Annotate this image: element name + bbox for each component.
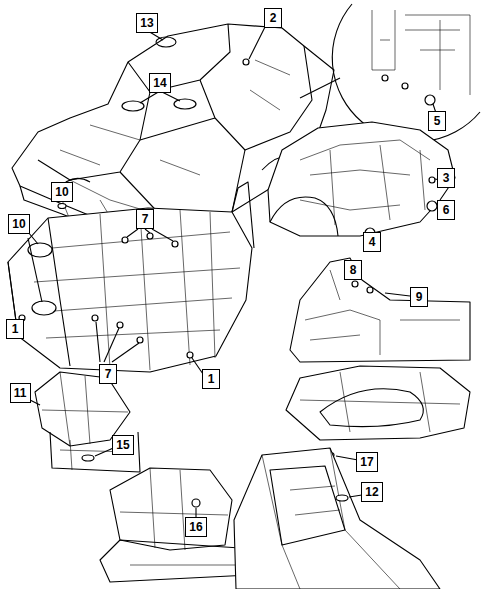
callout-number: 4	[363, 232, 381, 252]
drawing-stroke	[382, 75, 388, 81]
drawing-stroke	[30, 400, 40, 405]
drawing-stroke	[152, 229, 173, 241]
drawing-stroke	[330, 150, 425, 225]
drawing-stroke	[427, 201, 437, 211]
callout-number: 13	[136, 13, 158, 33]
drawing-stroke	[156, 37, 176, 47]
callout-number: 3	[437, 168, 455, 188]
inset-view	[300, 4, 480, 142]
drawing-stroke	[38, 92, 150, 180]
drawing-stroke	[336, 456, 358, 460]
drawing-stroke	[48, 218, 70, 366]
rear-shelf	[290, 258, 470, 362]
drawing-stroke	[385, 293, 410, 296]
floor-pan	[8, 182, 254, 374]
drawing-stroke	[192, 499, 200, 507]
drawing-stroke	[127, 229, 138, 237]
drawing-stroke	[320, 389, 423, 427]
front-section	[30, 372, 140, 472]
drawing-stroke	[122, 237, 128, 243]
drawing-stroke	[92, 315, 98, 321]
drawing-stroke	[96, 322, 100, 362]
callout-number: 2	[264, 8, 282, 28]
drawing-stroke	[290, 258, 470, 362]
drawing-stroke	[300, 140, 430, 220]
drawing-stroke	[352, 281, 358, 287]
callout-number: 14	[149, 73, 171, 93]
drawing-stroke	[100, 210, 215, 370]
drawing-stroke	[128, 24, 230, 92]
drawing-stroke	[262, 448, 400, 589]
deck-lid	[286, 366, 470, 460]
drawing-stroke	[50, 432, 140, 472]
callout-number: 7	[136, 209, 154, 229]
drawing-stroke	[232, 182, 254, 248]
callout-number: 8	[344, 260, 362, 280]
drawing-stroke	[268, 122, 455, 236]
drawing-stroke	[332, 4, 480, 142]
drawing-stroke	[172, 241, 178, 247]
callout-number: 5	[428, 111, 446, 131]
drawing-stroke	[137, 337, 143, 343]
drawing-stroke	[58, 204, 66, 209]
drawing-stroke	[305, 270, 460, 355]
callout-number: 7	[99, 364, 117, 384]
drawing-stroke	[30, 232, 240, 338]
drawing-stroke	[270, 197, 338, 236]
drawing-stroke	[110, 468, 232, 550]
drawing-stroke	[130, 565, 235, 566]
drawing-stroke	[270, 466, 345, 545]
drawing-stroke	[112, 343, 139, 362]
callout-number: 17	[356, 452, 378, 472]
callout-number: 15	[112, 435, 134, 455]
drawing-stroke	[402, 83, 408, 89]
callout-number: 1	[6, 319, 24, 339]
callout-number: 10	[8, 214, 30, 234]
drawing-stroke	[82, 455, 94, 461]
drawing-stroke	[336, 495, 348, 501]
drawing-stroke	[429, 177, 435, 183]
drawing-stroke	[372, 10, 470, 95]
drawing-stroke	[8, 208, 252, 372]
drawing-stroke	[187, 352, 193, 358]
callout-number: 6	[437, 200, 455, 220]
callout-number: 9	[410, 287, 428, 307]
callout-number: 11	[10, 383, 31, 403]
callout-number: 1	[202, 369, 220, 389]
callout-number: 12	[361, 482, 383, 502]
drawing-stroke	[243, 59, 249, 65]
drawing-stroke	[174, 99, 196, 109]
drawing-stroke	[32, 301, 56, 315]
drawing-stroke	[290, 486, 340, 515]
drawing-stroke	[145, 229, 150, 233]
drawing-stroke	[104, 328, 119, 362]
drawing-stroke	[367, 287, 373, 293]
center-section	[100, 468, 250, 582]
drawing-stroke	[300, 372, 460, 432]
drawing-stroke	[249, 25, 266, 59]
callout-number: 10	[51, 182, 73, 202]
drawing-stroke	[120, 468, 228, 550]
drawing-stroke	[420, 20, 455, 90]
drawing-stroke	[425, 95, 435, 105]
drawing-stroke	[300, 78, 340, 98]
callout-number: 16	[185, 517, 207, 537]
trunk	[234, 448, 440, 589]
drawing-stroke	[200, 46, 312, 150]
drawing-stroke	[234, 448, 440, 589]
drawing-stroke	[117, 322, 123, 328]
quarter-panel	[268, 122, 455, 238]
drawing-stroke	[286, 366, 470, 440]
drawing-stroke	[140, 118, 215, 140]
drawing-stroke	[60, 60, 290, 215]
drawing-stroke	[147, 233, 153, 239]
drawing-stroke	[100, 540, 250, 582]
drawing-stroke	[28, 238, 42, 302]
